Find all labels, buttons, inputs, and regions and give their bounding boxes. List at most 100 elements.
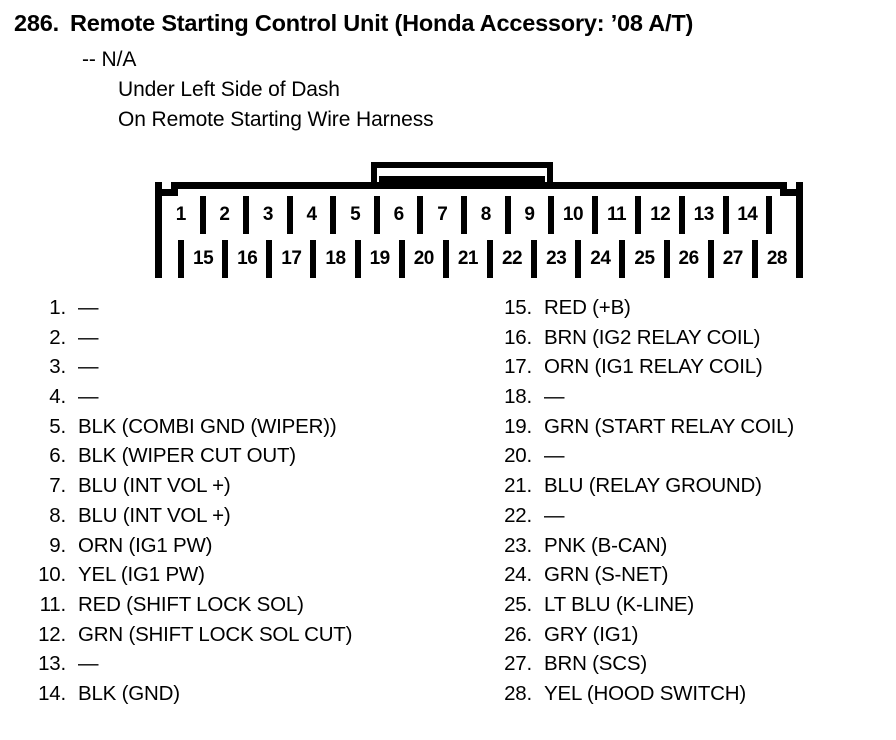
pin-legend-number: 17.: [504, 355, 532, 379]
pin-legend-number: 18.: [504, 385, 532, 409]
pin-legend-description: LT BLU (K-LINE): [544, 592, 695, 616]
pin-legend-description: GRN (SHIFT LOCK SOL CUT): [78, 622, 353, 646]
pin-legend-number: 8.: [49, 503, 66, 527]
pin-legend-number: 24.: [504, 563, 532, 587]
pin-legend-description: GRN (START RELAY COIL): [544, 414, 795, 438]
pin-legend-number: 10.: [38, 563, 66, 587]
pin-legend-number: 14.: [38, 681, 66, 705]
connector-pin-11: 11: [597, 196, 642, 234]
pin-legend-item: 10. YEL (IG1 PW): [22, 563, 462, 593]
pin-legend-item: 17.ORN (IG1 RELAY COIL): [488, 355, 888, 385]
pin-legend-item: 6.BLK (WIPER CUT OUT): [22, 444, 462, 474]
connector-pin-12: 12: [641, 196, 685, 234]
pin-legend-item: 23.PNK (B-CAN): [488, 534, 888, 564]
connector-pin-17: 17: [272, 240, 317, 278]
pin-legend-number: 26.: [504, 622, 532, 646]
pin-legend-item: 13.—: [22, 652, 462, 682]
pin-legend-description: RED (SHIFT LOCK SOL): [78, 592, 304, 616]
pin-legend-number: 1.: [49, 296, 66, 319]
pin-legend-item: 27. BRN (SCS): [488, 652, 888, 682]
pin-legend-number: 4.: [49, 385, 66, 409]
connector-pin-1: 1: [162, 196, 206, 234]
pin-legend-left: 1.—2.—3.—4.—5.BLK (COMBI GND (WIPER))6.B…: [22, 296, 462, 712]
page-title: 286. Remote Starting Control Unit (Honda …: [14, 10, 884, 37]
page-title-number: 286.: [14, 10, 59, 36]
page-title-text: Remote Starting Control Unit (Honda Acce…: [70, 10, 694, 36]
pin-legend-item: 5.BLK (COMBI GND (WIPER)): [22, 415, 462, 445]
pin-legend-description: BLU (RELAY GROUND): [544, 474, 762, 498]
location-line-1: Under Left Side of Dash: [118, 78, 340, 101]
pin-legend-item: 8. BLU (INT VOL +): [22, 504, 462, 534]
connector-pin-14: 14: [728, 196, 773, 234]
pin-legend-item: 26. GRY (IG1): [488, 623, 888, 653]
connector-pin-23: 23: [537, 240, 582, 278]
pin-legend-item: 16. BRN (IG2 RELAY COIL): [488, 326, 888, 356]
pin-legend-number: 12.: [38, 622, 66, 646]
connector-pin-20: 20: [404, 240, 449, 278]
pin-legend-item: 4. —: [22, 385, 462, 415]
pin-legend-number: 5.: [49, 414, 66, 438]
connector-pin-19: 19: [360, 240, 405, 278]
pin-legend-item: 14. BLK (GND): [22, 682, 462, 712]
pin-legend-item: 22.—: [488, 504, 888, 534]
connector-id-label: -- N/A: [82, 48, 137, 71]
pin-legend-number: 27.: [504, 652, 532, 676]
pin-legend-description: YEL (HOOD SWITCH): [544, 681, 746, 705]
pin-legend-number: 11.: [39, 592, 67, 616]
connector-pin-4: 4: [292, 196, 337, 234]
pin-legend-description: BLU (INT VOL +): [78, 503, 231, 527]
connector-pin-10: 10: [554, 196, 598, 234]
pin-legend-description: YEL (IG1 PW): [78, 563, 205, 587]
pin-legend-number: 2.: [49, 325, 66, 349]
pin-legend-item: 21.BLU (RELAY GROUND): [488, 474, 888, 504]
pin-legend-description: BRN (SCS): [544, 652, 647, 676]
connector-pin-9: 9: [510, 196, 555, 234]
pin-legend-number: 22.: [504, 503, 532, 527]
connector-pin-8: 8: [467, 196, 511, 234]
pin-legend-number: 3.: [49, 355, 66, 379]
pin-legend-number: 19.: [504, 414, 532, 438]
pin-legend-item: 24. GRN (S-NET): [488, 563, 888, 593]
connector-pin-blank: [162, 240, 184, 278]
connector-pin-26: 26: [669, 240, 714, 278]
pin-legend-description: BRN (IG2 RELAY COIL): [544, 325, 761, 349]
pin-legend-item: 2.—: [22, 326, 462, 356]
pin-legend-item: 1.—: [22, 296, 462, 326]
pin-legend-item: 18. —: [488, 385, 888, 415]
pin-legend-item: 20.—: [488, 444, 888, 474]
connector-pin-28: 28: [757, 240, 796, 278]
pin-legend-item: 3. —: [22, 355, 462, 385]
location-line-2: On Remote Starting Wire Harness: [118, 108, 434, 131]
pin-legend-description: PNK (B-CAN): [544, 533, 668, 557]
pin-legend-item: 15.RED (+B): [488, 296, 888, 326]
pin-legend-number: 25.: [504, 592, 532, 616]
connector-pin-21: 21: [448, 240, 493, 278]
pin-legend-description: —: [78, 355, 99, 379]
connector-pin-7: 7: [423, 196, 468, 234]
pin-legend-description: —: [544, 385, 565, 409]
connector-notch-left: [162, 182, 178, 196]
pin-legend-item: 7.BLU (INT VOL +): [22, 474, 462, 504]
pin-legend-item: 28. YEL (HOOD SWITCH): [488, 682, 888, 712]
connector-pin-27: 27: [713, 240, 758, 278]
pin-legend-item: 25. LT BLU (K-LINE): [488, 593, 888, 623]
connector-pin-2: 2: [205, 196, 250, 234]
pin-legend-description: GRN (S-NET): [544, 563, 669, 587]
connector-pin-3: 3: [249, 196, 293, 234]
pin-legend-item: 12. GRN (SHIFT LOCK SOL CUT): [22, 623, 462, 653]
pin-legend-number: 9.: [49, 533, 66, 557]
pin-legend-description: BLK (GND): [78, 681, 180, 705]
pin-legend-number: 6.: [49, 444, 66, 468]
pin-legend-description: —: [544, 444, 565, 468]
pin-legend-number: 16.: [504, 325, 532, 349]
connector-pin-24: 24: [581, 240, 626, 278]
connector-pin-blank: [772, 196, 797, 234]
connector-pin-15: 15: [184, 240, 229, 278]
pin-legend-number: 15.: [504, 296, 532, 319]
pin-legend-number: 28.: [504, 681, 532, 705]
pin-legend-description: GRY (IG1): [544, 622, 639, 646]
pin-legend-description: —: [78, 385, 99, 409]
connector-notch-right: [780, 182, 796, 196]
